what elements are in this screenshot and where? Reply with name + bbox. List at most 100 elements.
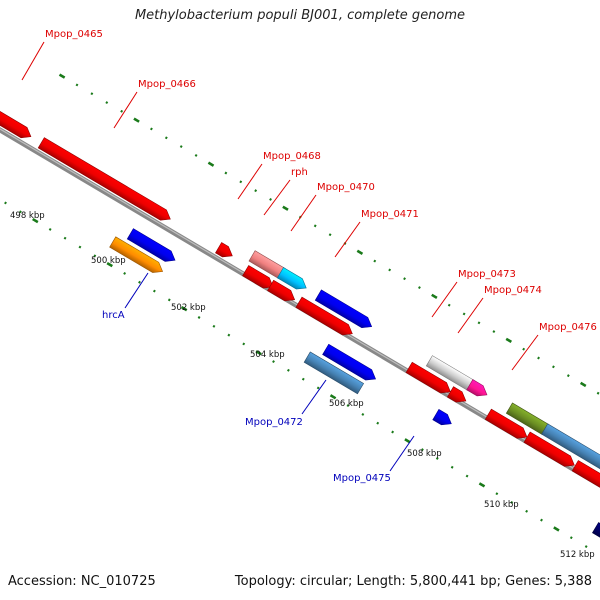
lower-tick-row-tick (123, 271, 127, 275)
lower-tick-row-tick (286, 368, 290, 372)
gene-arrow (484, 408, 528, 439)
upper-tick-row-tick (207, 161, 215, 167)
gene-label: Mpop_0465 (45, 29, 103, 40)
gene-arrow (571, 460, 600, 488)
lower-tick-row-tick (584, 545, 588, 548)
upper-tick-row-tick (254, 189, 258, 193)
gene-arrow (541, 423, 600, 481)
lower-tick-row-tick (227, 333, 231, 337)
upper-tick-row-tick (239, 180, 243, 184)
lower-tick-row-tick (435, 456, 439, 460)
upper-tick-row-tick (179, 145, 183, 149)
lower-tick-row-tick (329, 394, 337, 400)
gene-arrow-body (523, 431, 575, 467)
lower-tick-row-tick (272, 360, 275, 363)
lower-tick-row-tick (569, 536, 573, 540)
map-title: Methylobacterium populi BJ001, complete … (134, 8, 466, 23)
lower-tick-row-tick (138, 280, 141, 284)
gene-arrow (242, 265, 274, 289)
gene-arrow-body (446, 386, 467, 403)
lower-tick-row-tick (255, 350, 262, 356)
gene-label-leader (389, 435, 415, 472)
upper-tick-row-tick (596, 391, 600, 395)
upper-tick-row-tick (75, 83, 79, 87)
upper-tick-row-tick (282, 205, 289, 211)
upper-tick-row-tick (579, 381, 587, 388)
upper-tick-row-tick (462, 312, 466, 316)
kbp-label: 504 kbp (250, 350, 285, 360)
gene-arrow-body (322, 343, 377, 381)
lower-tick-row-tick (301, 377, 305, 381)
lower-tick-row-tick (361, 412, 365, 416)
gene-arrow-body (215, 242, 233, 258)
lower-tick-row-tick (167, 298, 171, 302)
lower-tick-row-tick (525, 509, 529, 513)
gene-arrow (303, 351, 365, 395)
upper-tick-row-tick (431, 293, 438, 299)
upper-tick-row-tick (552, 365, 555, 369)
lower-tick-row-tick (540, 518, 543, 522)
gene-label-leader (301, 379, 327, 415)
kbp-label: 508 kbp (407, 449, 442, 459)
gene-arrow-body (571, 460, 600, 488)
lower-tick-row-tick (63, 236, 67, 240)
upper-tick-row-tick (194, 153, 198, 157)
gene-label-leader (290, 194, 317, 232)
lower-tick-row-tick (316, 386, 320, 390)
lower-tick-row-tick (18, 210, 22, 214)
gene-label: Mpop_0466 (138, 79, 196, 90)
gene-arrow-body (541, 423, 600, 481)
kbp-label: 510 kbp (484, 500, 519, 510)
lower-tick-row-tick (478, 482, 486, 488)
gene-arrow (405, 361, 451, 394)
lower-tick-row-tick (106, 261, 113, 268)
gene-arrow (126, 228, 176, 262)
lower-tick-row-tick (376, 421, 380, 425)
gene-arrow (592, 522, 600, 542)
gene-arrow-body (314, 289, 373, 329)
gene-arrow-body (466, 379, 488, 397)
gene-label: Mpop_0468 (263, 151, 321, 162)
gene-arrow (446, 386, 467, 403)
lower-tick-row-tick (450, 465, 454, 469)
gene-arrow (295, 296, 353, 336)
gene-arrow-body (109, 236, 164, 273)
gene-arrow-body (276, 267, 307, 290)
lower-tick-row-tick (197, 316, 201, 319)
gene-label-leader (457, 297, 484, 334)
kbp-label: 506 kbp (329, 399, 364, 409)
gene-label: Mpop_0472 (245, 417, 303, 428)
upper-tick-row-tick (120, 109, 124, 113)
upper-tick-row-tick (133, 117, 140, 123)
gene-arrow-body (592, 522, 600, 542)
upper-tick-row-tick (388, 268, 392, 272)
lower-tick-row-tick (152, 289, 156, 293)
upper-tick-row-tick (105, 101, 109, 104)
upper-tick-row-tick (224, 171, 228, 175)
lower-tick-row-tick (420, 448, 424, 452)
gene-arrow-body (0, 105, 32, 139)
kbp-label: 512 kbp (560, 550, 595, 560)
upper-tick-row-tick (269, 197, 272, 201)
lower-tick-row-tick (346, 404, 350, 408)
gene-label: rph (291, 167, 308, 178)
gene-label: Mpop_0473 (458, 269, 516, 280)
upper-tick-row-tick (447, 303, 451, 307)
gene-arrow (276, 267, 307, 290)
upper-tick-row-tick (150, 127, 153, 131)
lower-tick-row-tick (4, 201, 7, 205)
lower-tick-row-tick (465, 474, 469, 478)
kbp-label: 498 kbp (10, 211, 45, 221)
upper-tick-row-tick (58, 73, 66, 79)
gene-label: Mpop_0476 (539, 322, 597, 333)
lower-tick-row-tick (212, 324, 216, 328)
gene-arrow (322, 343, 377, 381)
gene-label: hrcA (102, 310, 125, 321)
upper-tick-row-tick (477, 321, 481, 325)
gene-label-leader (334, 221, 361, 258)
upper-tick-row-tick (313, 224, 317, 228)
gene-label: Mpop_0470 (317, 182, 375, 193)
gene-label-leader (113, 91, 138, 129)
upper-tick-row-tick (164, 136, 168, 140)
upper-tick-row-tick (566, 374, 570, 378)
